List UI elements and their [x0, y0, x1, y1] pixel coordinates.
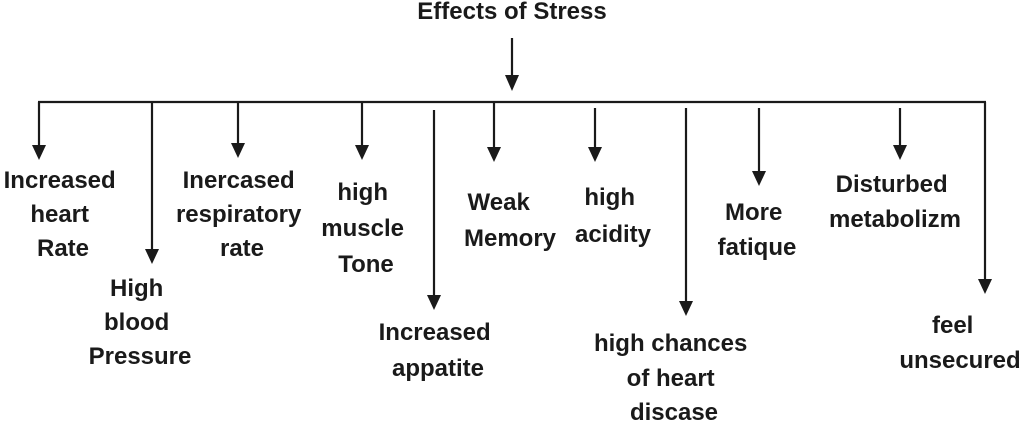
effect-label-line: rate [220, 235, 264, 262]
effect-label: Weak Memory [464, 189, 557, 252]
effect-label-line: of heart [627, 365, 715, 392]
effect-label-line: More [725, 199, 782, 226]
branch-arrow [231, 102, 245, 158]
effect-label: high chances of heart discase [594, 330, 754, 422]
effect-label-line: Inercased [183, 167, 295, 194]
branch-arrow [679, 108, 693, 316]
branch-arrow [588, 108, 602, 162]
effect-branch-high-muscle-tone: high muscle Tone [321, 102, 410, 278]
effect-label-line: discase [630, 399, 718, 422]
effect-label-line: metabolizm [829, 206, 961, 233]
effect-label-line: high chances [594, 330, 747, 357]
effect-label-line: feel [932, 312, 973, 339]
effect-label: Inercased respiratory rate [176, 167, 308, 262]
effect-label: More fatique [718, 199, 797, 261]
effect-label: feel unsecured [899, 312, 1020, 374]
effect-label-line: Increased [4, 167, 116, 194]
diagram-title: Effects of Stress [417, 0, 606, 25]
branch-arrow [355, 102, 369, 160]
effect-label-line: acidity [575, 221, 652, 248]
effect-branch-feel-unsecured: feel unsecured [899, 102, 1021, 374]
effect-label-line: Disturbed [836, 171, 948, 198]
effect-label-line: High [110, 275, 163, 302]
effect-label-line: Pressure [89, 343, 192, 370]
effect-label: Increased appatite [379, 319, 498, 382]
effect-label-line: unsecured [899, 347, 1020, 374]
effect-label-line: high [584, 184, 635, 211]
branch-arrow [32, 102, 46, 160]
effect-label: High blood Pressure [89, 275, 192, 370]
effect-label-line: blood [104, 309, 169, 336]
branch-arrow [427, 110, 441, 310]
branch-arrow [487, 102, 501, 162]
effect-branch-respiratory-rate: Inercased respiratory rate [176, 102, 308, 262]
effect-branch-more-fatique: More fatique [718, 108, 797, 261]
effect-label-line: muscle [321, 215, 404, 242]
effect-label-line: high [337, 179, 388, 206]
effect-label: high acidity [575, 184, 652, 248]
effect-label: high muscle Tone [321, 179, 410, 278]
effect-label: Increased heart Rate [4, 167, 123, 262]
effect-label-line: fatique [718, 234, 797, 261]
effect-branch-increased-heart-rate: Increased heart Rate [4, 102, 123, 262]
effect-label-line: Weak [468, 189, 531, 216]
branch-arrow [978, 102, 992, 294]
effect-label-line: Memory [464, 225, 557, 252]
branch-arrow [145, 102, 159, 264]
branch-arrow [893, 108, 907, 160]
branch-arrow [752, 108, 766, 186]
effect-label: Disturbed metabolizm [829, 171, 961, 233]
effect-label-line: Tone [338, 251, 394, 278]
effect-branch-increased-appatite: Increased appatite [379, 110, 498, 382]
effect-label-line: Increased [379, 319, 491, 346]
effect-label-line: heart [30, 201, 89, 228]
title-arrow [505, 38, 519, 91]
effect-label-line: Rate [37, 235, 89, 262]
effect-label-line: appatite [392, 355, 484, 382]
effect-label-line: respiratory [176, 201, 302, 228]
effect-branch-weak-memory: Weak Memory [464, 102, 557, 252]
effect-branch-high-acidity: high acidity [575, 108, 652, 248]
effect-branch-heart-disease: high chances of heart discase [594, 108, 754, 422]
effect-branch-high-blood-pressure: High blood Pressure [89, 102, 192, 370]
effect-branch-disturbed-metabolizm: Disturbed metabolizm [829, 108, 961, 233]
